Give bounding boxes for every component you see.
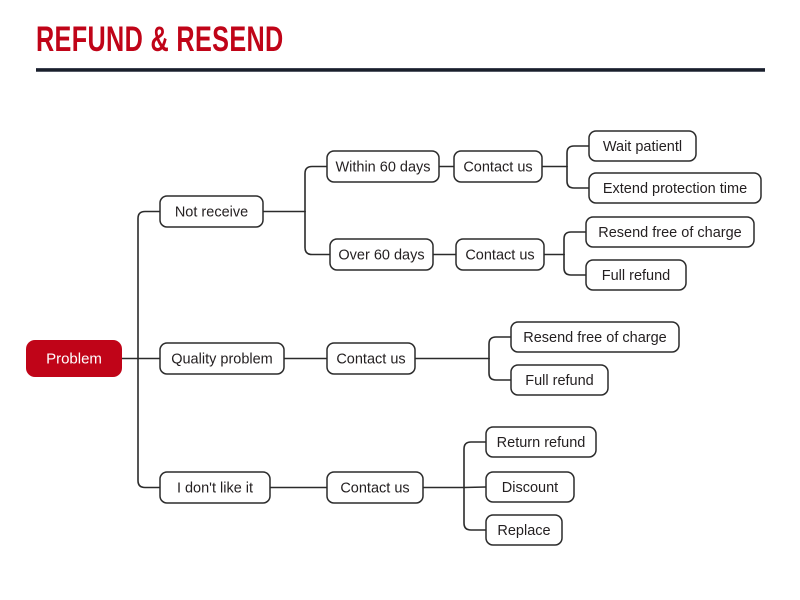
- node-box-contact-us-1: [453, 150, 543, 183]
- node-contact-us-2[interactable]: Contact us: [455, 238, 545, 271]
- node-label-contact-us-1: Contact us: [463, 159, 532, 175]
- node-label-contact-us-2: Contact us: [465, 247, 534, 263]
- node-box-full-refund-1: [585, 259, 687, 291]
- node-label-contact-us-4: Contact us: [340, 480, 409, 496]
- node-within-60-days[interactable]: Within 60 days: [326, 150, 440, 183]
- connector-layer: [121, 145, 590, 531]
- node-label-quality-problem: Quality problem: [171, 351, 273, 367]
- connector-contact-us-2-to-resend-free-1: [563, 231, 587, 256]
- node-full-refund-2[interactable]: Full refund: [510, 364, 609, 396]
- node-label-return-refund: Return refund: [497, 435, 586, 451]
- connector-contact-us-4-to-return-refund: [463, 441, 487, 489]
- node-label-resend-free-2: Resend free of charge: [523, 330, 666, 346]
- node-resend-free-2[interactable]: Resend free of charge: [510, 321, 680, 353]
- node-replace[interactable]: Replace: [485, 514, 563, 546]
- node-box-i-dont-like-it: [159, 471, 271, 504]
- title-block: REFUND & RESEND: [36, 20, 766, 80]
- node-box-replace: [485, 514, 563, 546]
- node-box-extend-protection: [588, 172, 762, 204]
- node-label-resend-free-1: Resend free of charge: [598, 225, 741, 241]
- node-box-quality-problem: [159, 342, 285, 375]
- node-resend-free-1[interactable]: Resend free of charge: [585, 216, 755, 248]
- node-box-full-refund-2: [510, 364, 609, 396]
- node-contact-us-3[interactable]: Contact us: [326, 342, 416, 375]
- node-label-within-60-days: Within 60 days: [335, 159, 430, 175]
- connector-not-receive-to-within-60-days: [304, 165, 328, 213]
- node-label-extend-protection: Extend protection time: [603, 181, 747, 197]
- node-quality-problem[interactable]: Quality problem: [159, 342, 285, 375]
- node-box-contact-us-4: [326, 471, 424, 504]
- node-problem[interactable]: Problem: [26, 340, 122, 377]
- connector-problem-to-i-dont-like-it: [137, 357, 161, 489]
- node-label-contact-us-3: Contact us: [336, 351, 405, 367]
- node-extend-protection[interactable]: Extend protection time: [588, 172, 762, 204]
- connector-problem-to-not-receive: [137, 210, 161, 360]
- node-label-i-dont-like-it: I don't like it: [177, 480, 253, 496]
- node-box-contact-us-3: [326, 342, 416, 375]
- node-box-resend-free-2: [510, 321, 680, 353]
- node-over-60-days[interactable]: Over 60 days: [329, 238, 434, 271]
- node-box-within-60-days: [326, 150, 440, 183]
- node-contact-us-1[interactable]: Contact us: [453, 150, 543, 183]
- node-contact-us-4[interactable]: Contact us: [326, 471, 424, 504]
- node-label-discount: Discount: [502, 480, 558, 496]
- node-label-replace: Replace: [497, 523, 550, 539]
- node-label-not-receive: Not receive: [175, 204, 248, 220]
- connector-contact-us-4-to-discount: [463, 486, 487, 489]
- connector-contact-us-1-to-extend-protection: [566, 165, 590, 189]
- node-not-receive[interactable]: Not receive: [159, 195, 264, 228]
- node-i-dont-like-it[interactable]: I don't like it: [159, 471, 271, 504]
- node-return-refund[interactable]: Return refund: [485, 426, 597, 458]
- node-label-problem: Problem: [46, 350, 102, 367]
- connector-contact-us-4-to-replace: [463, 486, 487, 531]
- node-box-discount: [485, 471, 575, 503]
- connector-contact-us-1-to-wait-patientl: [566, 145, 590, 168]
- connector-contact-us-2-to-full-refund-1: [563, 253, 587, 276]
- node-label-over-60-days: Over 60 days: [338, 247, 424, 263]
- connector-not-receive-to-over-60-days: [304, 210, 331, 256]
- node-full-refund-1[interactable]: Full refund: [585, 259, 687, 291]
- node-label-full-refund-2: Full refund: [525, 373, 594, 389]
- page-title: REFUND & RESEND: [36, 20, 284, 59]
- connector-contact-us-3-to-resend-free-2: [488, 336, 512, 360]
- connector-contact-us-3-to-full-refund-2: [488, 357, 512, 381]
- title-divider: [36, 68, 765, 72]
- node-box-return-refund: [485, 426, 597, 458]
- node-discount[interactable]: Discount: [485, 471, 575, 503]
- node-box-not-receive: [159, 195, 264, 228]
- node-box-contact-us-2: [455, 238, 545, 271]
- node-label-wait-patientl: Wait patientl: [603, 139, 682, 155]
- node-box-over-60-days: [329, 238, 434, 271]
- node-box-problem: [26, 340, 122, 377]
- node-box-wait-patientl: [588, 130, 697, 162]
- node-wait-patientl[interactable]: Wait patientl: [588, 130, 697, 162]
- node-label-full-refund-1: Full refund: [602, 268, 671, 284]
- node-box-resend-free-1: [585, 216, 755, 248]
